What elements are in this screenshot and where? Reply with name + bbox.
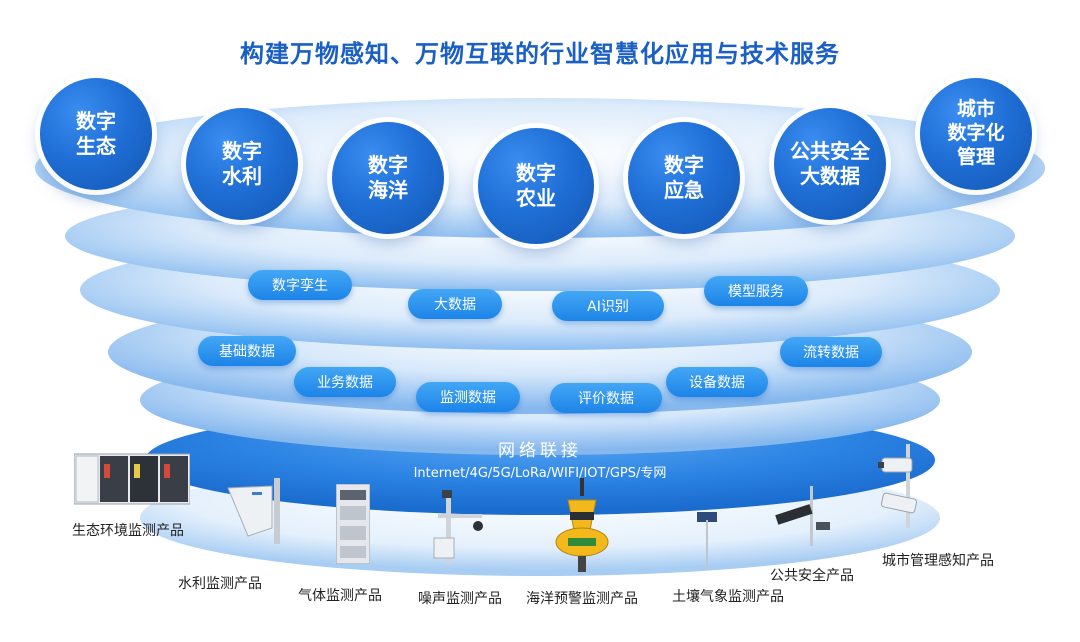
data-pill-evaluation: 评价数据	[550, 383, 662, 413]
network-protocols: Internet/4G/5G/LoRa/WIFI/IOT/GPS/专网	[413, 466, 667, 481]
app-circle-city-management: 城市 数字化 管理	[920, 78, 1032, 190]
data-pill-basic: 基础数据	[198, 336, 296, 366]
app-circle-agriculture: 数字 农业	[478, 128, 594, 244]
soil-weather-device-image	[697, 512, 717, 570]
data-pill-business: 业务数据	[294, 367, 396, 397]
product-label-ocean: 海洋预警监测产品	[526, 591, 638, 607]
service-pill-digital-twin: 数字孪生	[248, 270, 352, 300]
service-pill-ai-recognition: AI识别	[552, 291, 664, 321]
page-title: 构建万物感知、万物互联的行业智慧化应用与技术服务	[240, 40, 840, 68]
ocean-warning-buoy-image	[555, 478, 609, 572]
app-circle-ecology: 数字 生态	[40, 78, 152, 190]
product-label-water: 水利监测产品	[178, 576, 262, 592]
product-label-noise: 噪声监测产品	[418, 591, 502, 607]
service-pill-big-data: 大数据	[408, 289, 502, 319]
product-label-city-management: 城市管理感知产品	[882, 553, 994, 569]
app-circle-emergency: 数字 应急	[628, 122, 740, 234]
noise-monitoring-device-image	[433, 490, 483, 564]
app-circle-public-security: 公共安全 大数据	[774, 108, 886, 220]
app-circle-ocean: 数字 海洋	[332, 122, 444, 234]
product-label-ecology: 生态环境监测产品	[72, 523, 184, 539]
public-security-device-image	[775, 486, 830, 546]
app-circle-water: 数字 水利	[186, 108, 298, 220]
network-title: 网络联接	[498, 441, 582, 461]
product-label-gas: 气体监测产品	[298, 588, 382, 604]
city-management-camera-image	[878, 444, 918, 528]
data-pill-flow: 流转数据	[780, 337, 882, 367]
ecology-monitoring-device-image	[74, 453, 190, 505]
product-label-public-security: 公共安全产品	[770, 568, 854, 584]
water-monitoring-device-image	[227, 478, 280, 544]
product-label-soil-weather: 土壤气象监测产品	[672, 589, 784, 605]
data-pill-device: 设备数据	[666, 367, 768, 397]
gas-monitoring-device-image	[336, 484, 370, 564]
service-pill-model-service: 模型服务	[704, 276, 808, 306]
data-pill-monitoring: 监测数据	[416, 382, 520, 412]
